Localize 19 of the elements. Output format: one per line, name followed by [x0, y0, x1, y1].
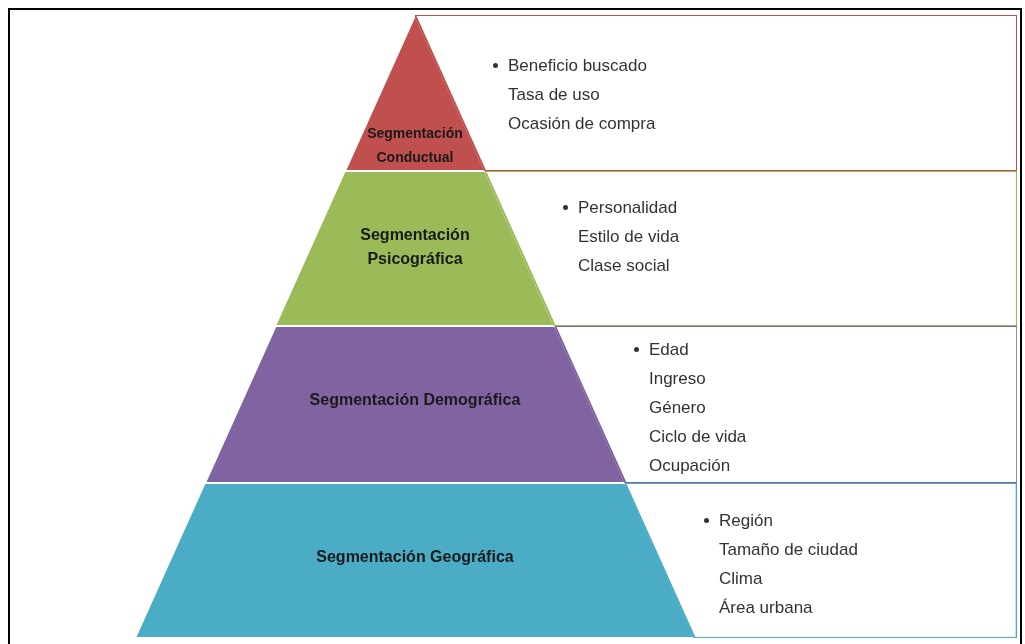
- list-item: Estilo de vida: [578, 225, 680, 248]
- list-item: Tamaño de ciudad: [719, 538, 858, 561]
- list-item: Ingreso: [649, 367, 706, 390]
- list-item: Clima: [719, 567, 763, 590]
- tier-label: Segmentación Geográfica: [315, 547, 515, 567]
- list-item: Beneficio buscado: [508, 54, 647, 77]
- list-item: Edad: [649, 338, 689, 361]
- tier-label: Segmentación Demográfica: [308, 390, 522, 410]
- list-item: Personalidad: [578, 196, 678, 219]
- list-item: Área urbana: [719, 596, 813, 619]
- tier-label: Segmentación Conductual: [366, 124, 464, 167]
- list-item: Género: [649, 396, 706, 419]
- list-item: Tasa de uso: [508, 83, 600, 106]
- list-item: Clase social: [578, 254, 670, 277]
- tier-label: Segmentación Psicográfica: [359, 225, 471, 269]
- list-item: Ocasión de compra: [508, 112, 656, 135]
- list-item: Región: [719, 509, 773, 532]
- list-item: Ocupación: [649, 454, 731, 477]
- list-item: Ciclo de vida: [649, 425, 747, 448]
